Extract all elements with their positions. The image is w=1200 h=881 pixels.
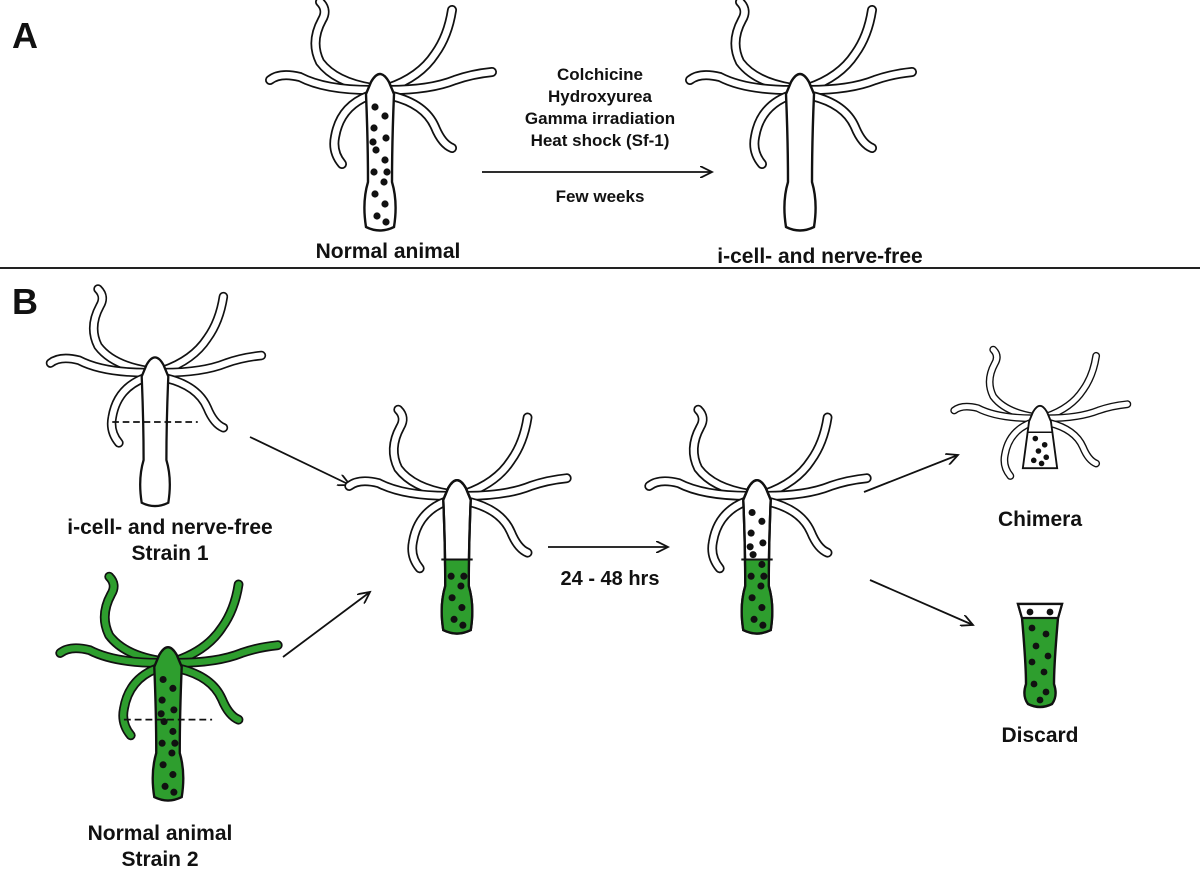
hydra-graft-green [344, 404, 572, 635]
cell-dot [750, 615, 758, 623]
body-column-discard [1016, 602, 1064, 709]
strain1-label-line1: i-cell- and nerve-free [67, 516, 273, 539]
cell-dot [748, 508, 756, 517]
cell-dot [746, 543, 754, 551]
cell-dot [157, 710, 165, 718]
cell-dot [170, 706, 178, 714]
hydra-normal-dotted [265, 0, 497, 232]
cell-dot [1030, 457, 1037, 464]
cell-dot [373, 212, 381, 220]
treatment-list: Colchicine Hydroxyurea Gamma irradiation… [480, 64, 720, 152]
cell-dot [161, 782, 169, 790]
cell-dot [383, 168, 391, 176]
interval-label: 24 - 48 hrs [560, 568, 660, 590]
cell-dot [1028, 624, 1036, 632]
cell-dot [749, 551, 757, 559]
cell-dot [759, 539, 767, 547]
cell-dot [758, 517, 766, 525]
cell-dot [1036, 696, 1044, 704]
cell-dot [382, 218, 390, 226]
arrow-to-discard [869, 579, 973, 625]
panel-b-letter: B [12, 281, 38, 322]
treatment-colchicine: Colchicine [557, 65, 643, 84]
cell-dot [381, 200, 389, 208]
chimera-label: Chimera [997, 508, 1083, 531]
treatment-heat-shock: Heat shock (Sf-1) [530, 131, 670, 150]
strain1-label-line2: Strain 1 [131, 542, 209, 565]
panel-divider [0, 267, 1200, 269]
hydra-grafted-dotted [644, 404, 872, 635]
arrow-strain1-to-graft [249, 436, 350, 485]
icell-nerve-free-label: i-cell- and nerve-free [717, 245, 923, 268]
treatment-gamma-irradiation: Gamma irradiation [524, 109, 676, 128]
cell-dot [1046, 608, 1054, 616]
cell-dot [1038, 460, 1045, 467]
cell-dot [382, 134, 390, 142]
cell-dot [171, 739, 179, 747]
cell-dot [758, 604, 766, 612]
cell-dot [1032, 642, 1040, 650]
cell-dot [168, 749, 176, 757]
cell-dot [380, 178, 388, 186]
cell-dot [372, 146, 380, 154]
cell-dot [447, 572, 455, 580]
cell-dot [381, 156, 389, 164]
strain2-label-line2: Strain 2 [121, 848, 199, 871]
cell-dot [169, 771, 177, 779]
cell-dot [381, 112, 389, 120]
strain2-label-line1: Normal animal [87, 822, 233, 845]
hydra-strain1-empty [45, 284, 267, 508]
cell-dot [747, 529, 755, 537]
arrow-to-chimera [863, 455, 958, 493]
cell-dot [760, 572, 768, 580]
cell-dot [1042, 630, 1050, 638]
cell-dot [1032, 435, 1039, 442]
cell-dot [458, 604, 466, 612]
cell-dot [1026, 608, 1034, 616]
cell-dot [1030, 680, 1038, 688]
cell-dot [169, 684, 177, 692]
cell-dot [747, 572, 755, 580]
cell-dot [369, 138, 377, 146]
cell-dot [370, 124, 378, 132]
discard-label: Discard [1001, 724, 1079, 747]
cell-dot [758, 560, 766, 568]
hydra-empty [685, 0, 917, 232]
hydra-chimera-head [950, 345, 1132, 480]
cell-dot [748, 594, 756, 602]
cell-dot [757, 582, 765, 590]
cell-dot [457, 582, 465, 590]
cell-dot [158, 696, 166, 704]
cell-dot [370, 168, 378, 176]
cell-dot [1043, 454, 1050, 461]
cell-dot [371, 190, 379, 198]
cell-dot [169, 727, 177, 735]
cell-dot [158, 739, 166, 747]
treatment-hydroxyurea: Hydroxyurea [548, 87, 652, 106]
normal-animal-label: Normal animal [315, 240, 461, 263]
cell-dot [459, 621, 467, 629]
cell-dot [1044, 652, 1052, 660]
cell-dot [1042, 688, 1050, 696]
arrow-strain2-to-graft [282, 592, 370, 658]
cell-dot [1035, 448, 1042, 454]
panel-a-letter: A [12, 15, 38, 56]
cell-dot [159, 761, 167, 769]
cell-dot [448, 594, 456, 602]
cell-dot [1028, 658, 1036, 666]
cell-dot [371, 103, 379, 111]
cell-dot [159, 675, 167, 684]
cell-dot [460, 572, 468, 580]
cell-dot [1041, 441, 1048, 448]
cell-dot [1040, 668, 1048, 676]
cell-dot [759, 621, 767, 629]
cell-dot [450, 615, 458, 623]
hydra-strain2-green [55, 571, 283, 802]
duration-label: Few weeks [555, 187, 645, 206]
cell-dot [170, 788, 178, 796]
